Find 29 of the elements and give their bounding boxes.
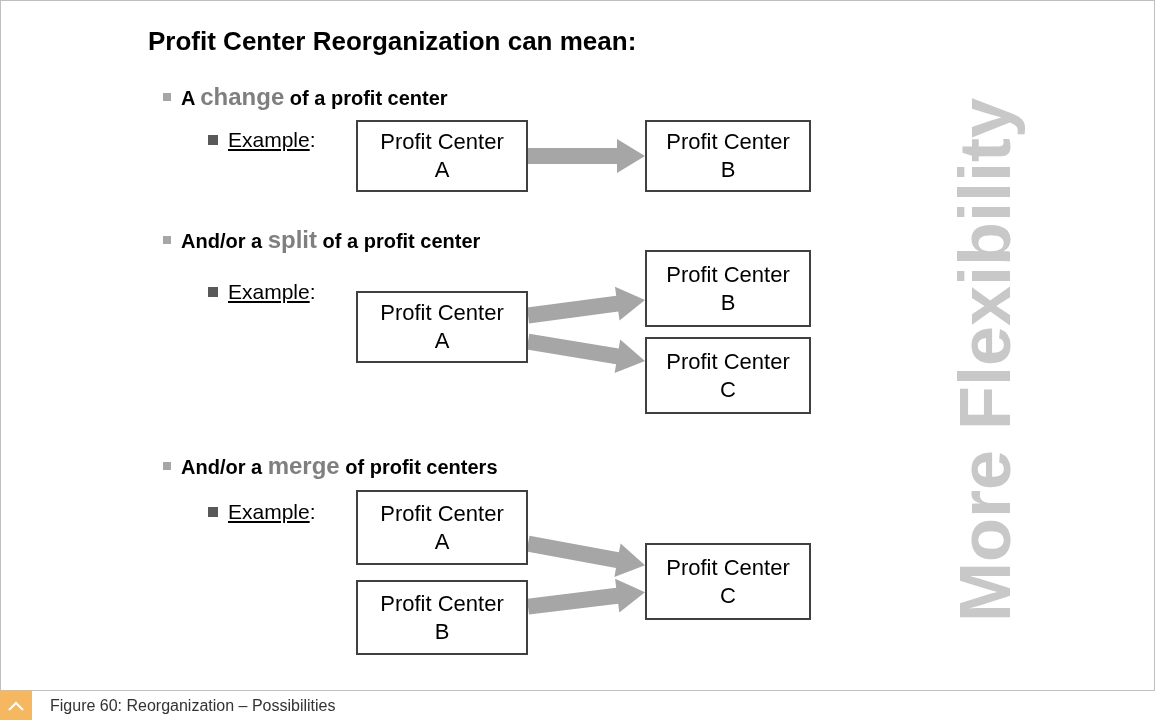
bullet-text: A change of a profit center (181, 82, 448, 112)
block-arrow (526, 535, 645, 577)
profit-center-box (645, 337, 811, 414)
bullet-text: And/or a merge of profit centers (181, 451, 498, 481)
box-label: Profit Center B (665, 128, 791, 184)
box-label: Profit Center A (379, 499, 505, 556)
block-arrow (528, 139, 645, 173)
box-label: Profit Center C (665, 553, 791, 610)
figure-caption: Figure 60: Reorganization – Possibilities (50, 696, 336, 716)
box-label: Profit Center A (379, 128, 505, 184)
box-label: Profit Center A (379, 299, 505, 355)
profit-center-box (645, 543, 811, 620)
profit-center-box (356, 490, 528, 565)
profit-center-box (645, 250, 811, 327)
box-label: Profit Center B (665, 260, 791, 317)
profit-center-box (356, 580, 528, 655)
profit-center-box (645, 120, 811, 192)
bullet-text: And/or a split of a profit center (181, 225, 481, 255)
box-label: Profit Center B (379, 589, 505, 646)
slide-title: Profit Center Reorganization can mean: (148, 25, 637, 58)
block-arrow (526, 333, 645, 374)
block-arrow (527, 578, 645, 615)
example-text: Example: (228, 279, 316, 306)
block-arrow (527, 286, 645, 324)
box-label: Profit Center C (665, 347, 791, 404)
profit-center-box (356, 120, 528, 192)
example-text: Example: (228, 499, 316, 526)
profit-center-box (356, 291, 528, 363)
example-text: Example: (228, 127, 316, 154)
